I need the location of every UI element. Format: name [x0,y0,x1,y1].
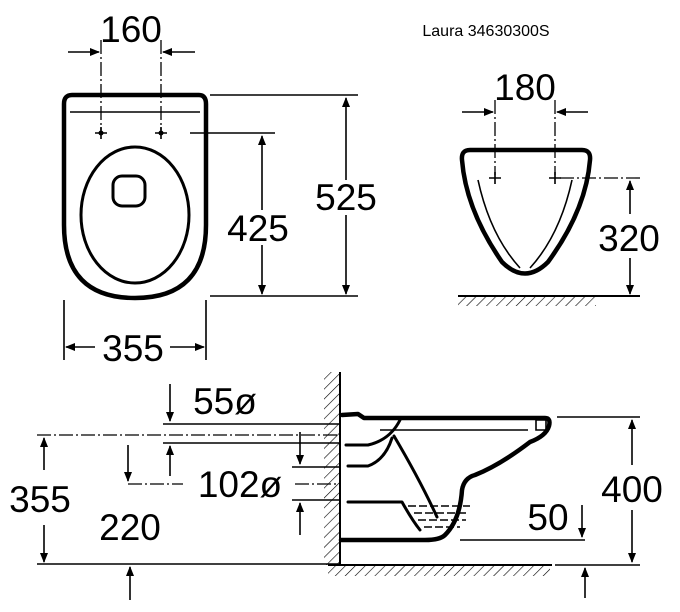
dim-180: 180 [494,67,556,108]
seat-opening [79,145,191,285]
dim-320: 320 [598,218,660,259]
dim-160: 160 [100,9,162,50]
bowl-side-outline [338,411,552,543]
dim-355-height: 355 [9,479,71,520]
dim-55-diameter: 55ø [193,381,257,422]
product-title: Laura 34630300S [422,23,549,40]
bolt-holes [95,127,167,139]
dim-425: 425 [227,208,289,249]
flush-pad [111,174,147,208]
front-view: 180 320 [458,67,660,306]
dim-102-diameter: 102ø [198,464,282,505]
dim-220: 220 [99,507,161,548]
seat-outline [61,92,209,301]
bowl-front-outline [459,147,593,276]
wall-hatch [324,372,340,565]
dim-50: 50 [527,497,568,538]
top-view: 160 425 525 355 [61,9,377,369]
side-view: 400 50 55ø 102ø 355 220 [9,372,663,600]
dim-355-width: 355 [102,328,164,369]
dim-400: 400 [601,469,663,510]
floor-hatch-side [328,566,550,576]
dim-525: 525 [315,177,377,218]
floor-hatch-front [458,297,596,306]
